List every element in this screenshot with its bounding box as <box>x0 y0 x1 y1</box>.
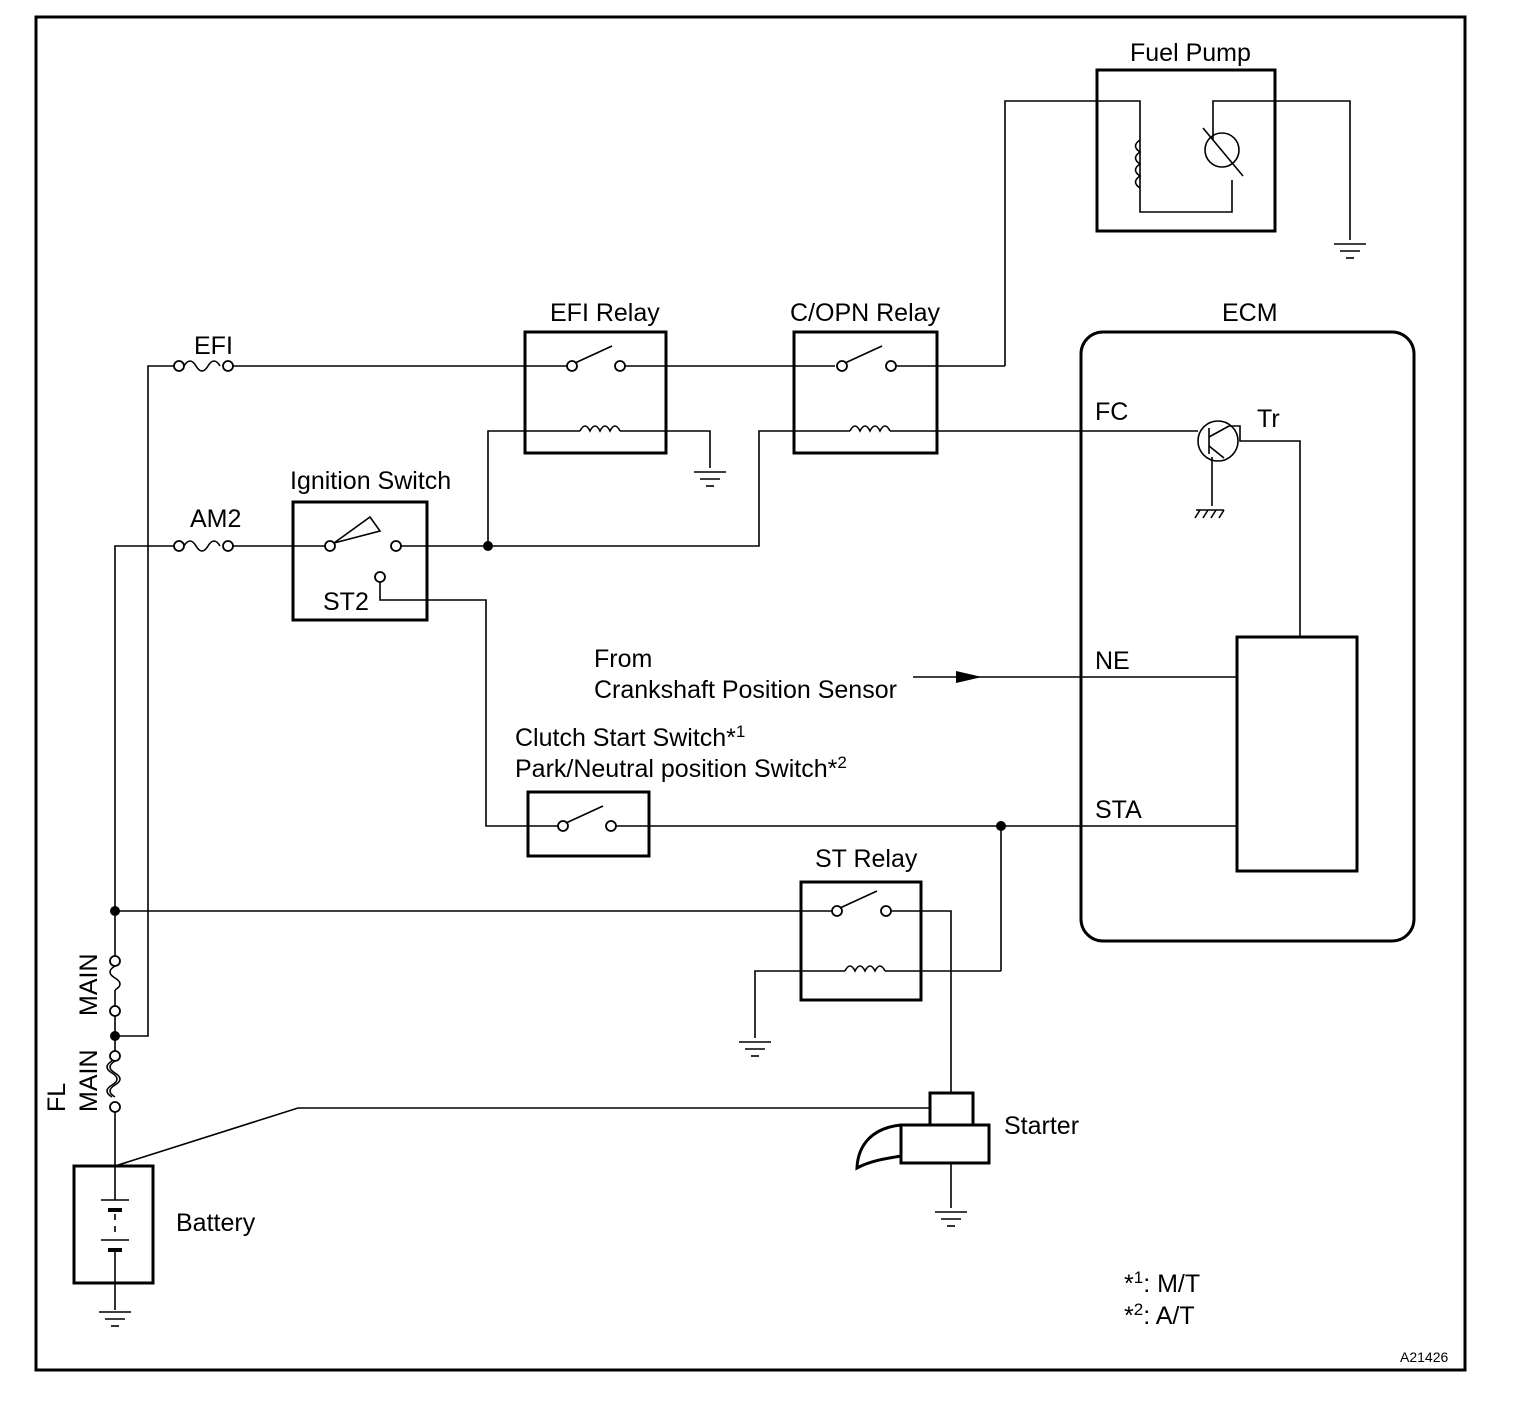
copn-relay-box <box>792 330 939 455</box>
st-relay-box <box>799 880 923 1002</box>
from-label: From <box>594 645 652 673</box>
efi-relay-box <box>523 330 668 455</box>
fc-terminal-label: FC <box>1095 398 1128 426</box>
ecm-internal-block <box>1235 635 1359 873</box>
starter-label: Starter <box>1004 1112 1079 1140</box>
clutch-switch-contact-icon <box>565 805 604 824</box>
am2-fuse-label: AM2 <box>190 505 241 533</box>
st2-label: ST2 <box>323 588 369 616</box>
fuel-pump-ground-icon <box>1333 243 1367 259</box>
diagram-frame <box>34 15 1467 1372</box>
ignition-key-icon <box>333 515 382 544</box>
st-relay-ground-icon <box>738 1041 772 1057</box>
transistor-icon <box>1197 420 1301 637</box>
copn-relay-coil-icon <box>849 425 891 433</box>
st-relay-coil-icon <box>844 965 886 973</box>
fl-label: FL <box>43 1083 71 1112</box>
am2-fuse-icon <box>183 540 221 552</box>
sta-terminal-label: STA <box>1095 796 1142 824</box>
fuel-pump <box>1004 68 1367 366</box>
fuel-pump-label: Fuel Pump <box>1130 39 1251 67</box>
ecm-chassis-ground-icon <box>1194 509 1225 519</box>
junction-dot <box>483 541 493 551</box>
fl-main-label: MAIN <box>75 1050 103 1113</box>
fl-main-fuse-icon <box>109 1060 121 1098</box>
copn-relay-label: C/OPN Relay <box>790 299 941 327</box>
efi-relay-label: EFI Relay <box>550 299 660 327</box>
efi-relay-ground-icon <box>693 471 727 487</box>
fuel-pump-motor-icon <box>1204 132 1240 168</box>
clutch-start-switch-label: Clutch Start Switch*1 <box>515 722 745 752</box>
ignition-switch-box <box>291 500 429 622</box>
battery-label: Battery <box>176 1209 256 1237</box>
note-at: *2: A/T <box>1124 1300 1195 1330</box>
crankshaft-sensor-label: Crankshaft Position Sensor <box>594 676 897 704</box>
main-fuse-icon <box>109 965 121 991</box>
ecm-label: ECM <box>1222 299 1278 327</box>
st-relay-contact-icon <box>839 890 878 909</box>
ecm-box <box>1079 330 1416 943</box>
battery-ground-icon <box>98 1311 132 1327</box>
starter-motor-icon <box>855 1091 991 1208</box>
efi-relay-coil-icon <box>579 425 621 433</box>
signal-arrow-icon <box>956 671 982 683</box>
efi-fuse-label: EFI <box>194 332 233 360</box>
park-neutral-switch-label: Park/Neutral position Switch*2 <box>515 753 847 783</box>
junction-dot <box>110 1031 120 1041</box>
note-mt: *1: M/T <box>1124 1268 1200 1298</box>
efi-relay-contact-icon <box>574 345 613 364</box>
main-fuse-label: MAIN <box>75 954 103 1017</box>
tr-label: Tr <box>1257 405 1280 433</box>
fuel-pump-coil-icon <box>1134 139 1142 189</box>
battery-cell-icon <box>101 1166 129 1310</box>
ne-terminal-label: NE <box>1095 647 1130 675</box>
ignition-switch-label: Ignition Switch <box>290 467 451 495</box>
copn-relay-contact-icon <box>844 345 883 364</box>
figure-id: A21426 <box>1400 1349 1448 1365</box>
battery-box <box>72 1164 155 1285</box>
st-relay-label: ST Relay <box>815 845 918 873</box>
efi-fuse-icon <box>183 360 221 372</box>
clutch-switch-box <box>526 790 651 858</box>
starter-ground-icon <box>934 1211 968 1227</box>
